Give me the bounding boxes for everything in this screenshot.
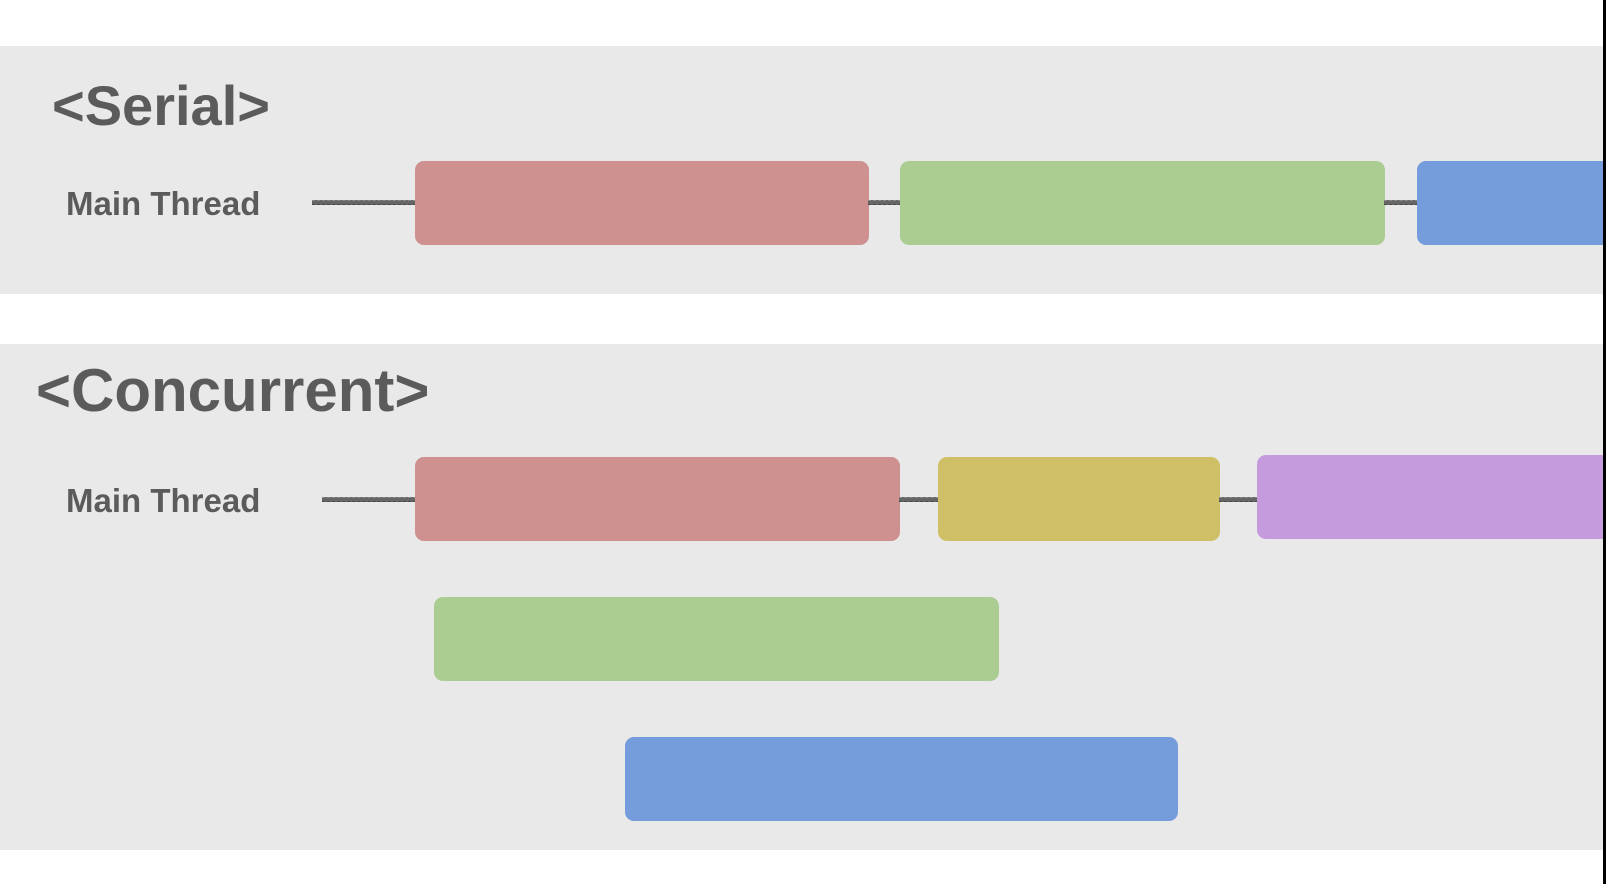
serial-panel: <Serial> Main Thread (0, 46, 1603, 294)
concurrent-task-red (415, 457, 900, 541)
serial-connector-2 (1384, 200, 1418, 205)
concurrent-connector-1 (899, 497, 939, 502)
concurrent-task-green (434, 597, 999, 681)
serial-title: <Serial> (52, 74, 270, 137)
concurrent-title: <Concurrent> (36, 357, 430, 424)
concurrent-task-purple (1257, 455, 1603, 539)
concurrent-thread-label: Main Thread (66, 482, 261, 519)
serial-task-green (900, 161, 1385, 245)
serial-thread-label: Main Thread (66, 185, 261, 222)
serial-connector-1 (868, 200, 901, 205)
concurrent-connector-start (322, 497, 416, 502)
serial-connector-start (312, 200, 416, 205)
serial-task-blue (1417, 161, 1603, 245)
concurrent-connector-2 (1219, 497, 1258, 502)
window-edge (1603, 0, 1606, 884)
concurrent-panel: <Concurrent> Main Thread (0, 344, 1603, 850)
concurrent-task-blue (625, 737, 1178, 821)
concurrent-task-yellow (938, 457, 1220, 541)
serial-task-red (415, 161, 869, 245)
